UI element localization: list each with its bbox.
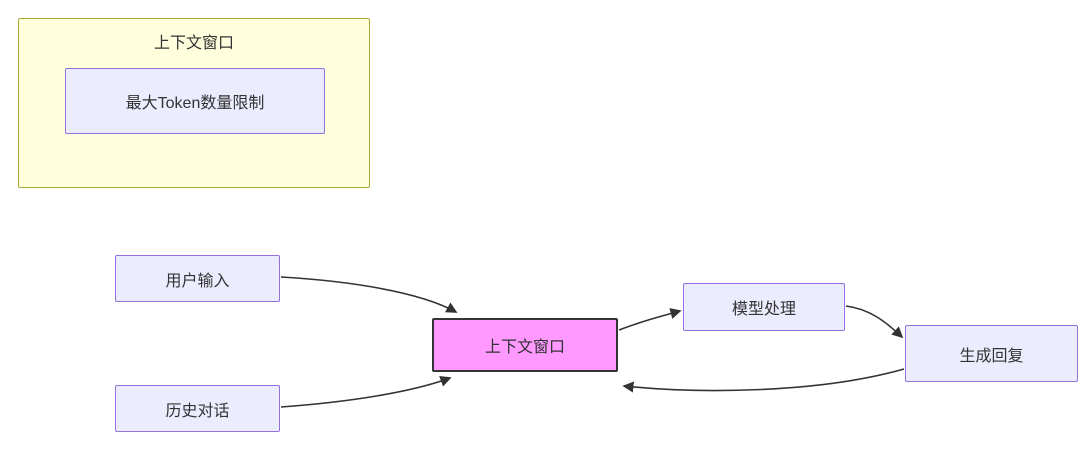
edge-user-input-to-context-window bbox=[280, 276, 458, 313]
node-generate-reply: 生成回复 bbox=[905, 325, 1078, 382]
node-max-token-limit: 最大Token数量限制 bbox=[65, 68, 325, 134]
edge-context-window-to-model bbox=[618, 308, 682, 331]
node-model-processing: 模型处理 bbox=[683, 283, 845, 331]
edge-model-to-generate-reply bbox=[845, 305, 904, 339]
node-user-input: 用户输入 bbox=[115, 255, 280, 302]
node-history-dialogue: 历史对话 bbox=[115, 385, 280, 432]
subgraph-title: 上下文窗口 bbox=[153, 35, 234, 52]
edge-generate-reply-to-context-window bbox=[622, 368, 905, 393]
node-context-window: 上下文窗口 bbox=[432, 318, 618, 372]
edge-history-to-context-window bbox=[280, 376, 452, 408]
